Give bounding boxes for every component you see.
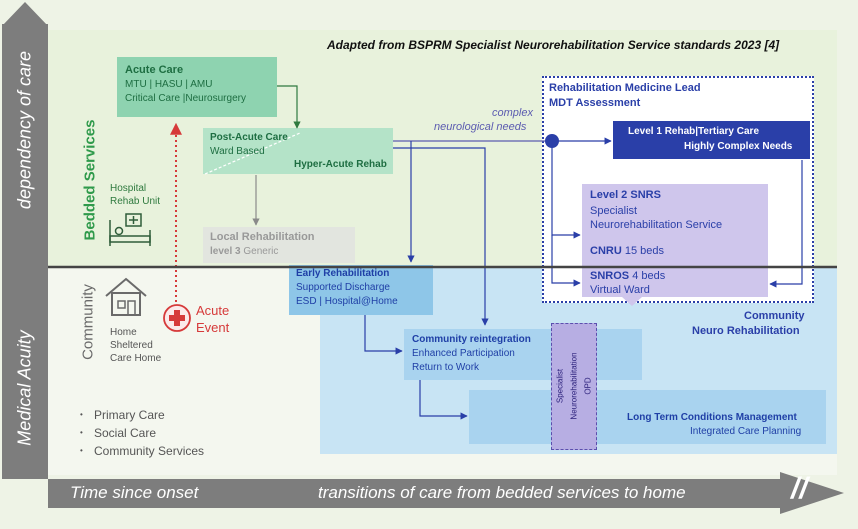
x-axis-left-label: Time since onset [70, 483, 199, 502]
snros-line: SNROS 4 beds [590, 270, 665, 282]
early-rehab-box [289, 265, 433, 315]
reintegration-line1: Enhanced Participation [412, 348, 515, 359]
local-rehab-generic: Generic [243, 246, 279, 257]
local-rehab-box [203, 227, 355, 263]
local-rehab-level-label: level 3 [210, 246, 241, 257]
virtual-ward: Virtual Ward [590, 284, 650, 296]
post-acute-line1: Ward Based [210, 146, 265, 157]
opd-box [551, 323, 597, 450]
x-axis-bar [48, 479, 783, 508]
cnru-line: CNRU 15 beds [590, 245, 664, 257]
reintegration-title: Community reintegration [412, 334, 531, 345]
acute-care-title: Acute Care [125, 64, 184, 76]
acute-event-label-1: Acute [196, 303, 230, 318]
level1-line1: Level 1 Rehab|Tertiary Care [628, 126, 760, 137]
x-axis-right-label: transitions of care from bedded services… [318, 483, 686, 502]
post-acute-title: Post-Acute Care [210, 132, 288, 143]
level1-box [613, 121, 810, 159]
acute-event-label-2: Event [196, 320, 230, 335]
ltc-line1: Integrated Care Planning [690, 426, 802, 437]
reintegration-line2: Return to Work [412, 362, 480, 373]
care-home-label: Care Home [110, 353, 162, 364]
snros-label: SNROS [590, 270, 630, 282]
home-label: Home [110, 327, 137, 338]
cnru-label: CNRU [590, 245, 622, 257]
acute-event-icon [163, 304, 191, 332]
level2-line1: Specialist [590, 205, 638, 217]
citation: Adapted from BSPRM Specialist Neurorehab… [327, 38, 780, 52]
early-rehab-line2: ESD | Hospital@Home [296, 296, 398, 307]
sheltered-label: Sheltered [110, 340, 153, 351]
acute-care-line1: MTU | HASU | AMU [125, 79, 213, 90]
cnru-value: 15 beds [624, 245, 664, 257]
complex-needs-line2: neurological needs [434, 121, 527, 133]
local-rehab-line1: Local Rehabilitation [210, 231, 315, 243]
level2-line2: Neurorehabilitation Service [590, 219, 723, 231]
hospital-bed-icon [109, 213, 151, 246]
level2-box [582, 184, 768, 297]
community-neuro-line1: Community [744, 310, 805, 322]
level2-title: Level 2 SNRS [590, 189, 661, 201]
lead-line1: Rehabilitation Medicine Lead [549, 82, 701, 94]
snros-value: 4 beds [632, 270, 666, 282]
level1-line2: Highly Complex Needs [684, 141, 793, 152]
home-icon [105, 277, 147, 316]
ltc-box [469, 390, 826, 444]
hyper-acute-label: Hyper-Acute Rehab [294, 159, 387, 170]
acute-care-line2: Critical Care |Neurosurgery [125, 93, 246, 104]
rehab-unit-label: Rehab Unit [110, 196, 161, 207]
acute-care-box [117, 57, 277, 117]
reintegration-box [404, 329, 642, 380]
hospital-label: Hospital [110, 183, 147, 194]
early-rehab-title: Early Rehabilitation [296, 268, 390, 279]
lead-line2: MDT Assessment [549, 97, 641, 109]
y-axis-bar [2, 24, 48, 479]
x-axis-break: // [791, 472, 808, 505]
complex-needs-line1: complex [492, 107, 533, 119]
post-acute-care-box [203, 128, 393, 174]
community-neuro-line2: Neuro Rehabilitation [692, 325, 800, 337]
ltc-title: Long Term Conditions Management [627, 412, 797, 423]
early-rehab-line1: Supported Discharge [296, 282, 390, 293]
local-rehab-level: level 3 Generic [210, 246, 278, 257]
